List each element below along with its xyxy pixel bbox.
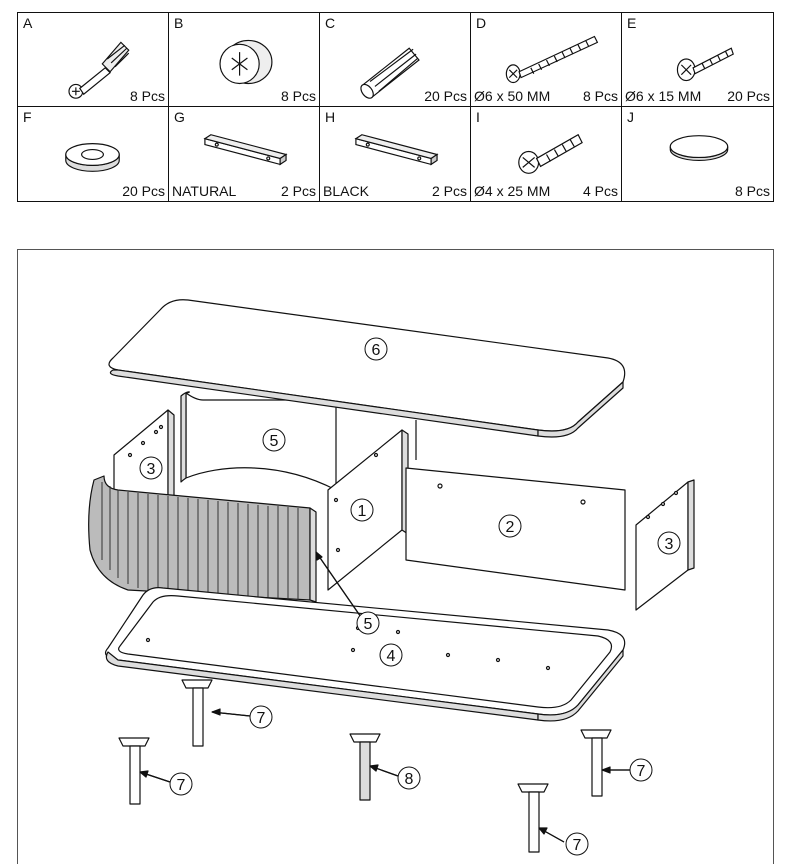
wooden-bar-icon bbox=[354, 134, 439, 166]
hardware-cell-a: A 8 Pcs bbox=[18, 13, 169, 107]
hardware-letter: A bbox=[23, 15, 33, 31]
hardware-qty: 2 Pcs bbox=[431, 183, 467, 199]
hardware-cell-f: F 20 Pcs bbox=[18, 107, 169, 201]
long-screw-icon bbox=[505, 35, 599, 84]
hardware-letter: H bbox=[325, 109, 336, 125]
part-callout-7-c: 7 bbox=[629, 758, 653, 782]
part-callout-4: 4 bbox=[379, 643, 403, 667]
hardware-cell-i: I Ø4 x 25 MM 4 Pcs bbox=[471, 107, 622, 201]
hardware-letter: G bbox=[174, 109, 185, 125]
leg-7-b bbox=[118, 737, 150, 805]
part-callout-6: 6 bbox=[364, 337, 388, 361]
hardware-qty: 2 Pcs bbox=[280, 183, 316, 199]
hardware-letter: F bbox=[23, 109, 32, 125]
part-callout-5-door: 5 bbox=[356, 611, 380, 635]
washer-icon bbox=[65, 143, 120, 172]
part-callout-7-a: 7 bbox=[249, 705, 273, 729]
svg-text:7: 7 bbox=[257, 710, 266, 727]
wooden-dowel-icon bbox=[360, 47, 420, 99]
part-callout-8: 8 bbox=[397, 766, 421, 790]
cam-bolt-icon bbox=[68, 41, 130, 99]
hardware-cell-c: C 20 Pcs bbox=[320, 13, 471, 107]
hardware-spec: Ø6 x 15 MM bbox=[625, 88, 702, 104]
part-callout-7-b: 7 bbox=[169, 772, 193, 796]
hardware-letter: B bbox=[174, 15, 184, 31]
hardware-spec: BLACK bbox=[323, 183, 369, 199]
hardware-letter: D bbox=[476, 15, 487, 31]
svg-text:5: 5 bbox=[270, 433, 279, 450]
svg-text:3: 3 bbox=[147, 461, 156, 478]
hardware-table: A 8 Pcs B 8 Pcs C bbox=[17, 12, 774, 202]
hardware-qty: 8 Pcs bbox=[129, 88, 165, 104]
leg-7-c bbox=[580, 729, 612, 797]
part-callout-2: 2 bbox=[498, 514, 522, 538]
svg-text:7: 7 bbox=[637, 763, 646, 780]
part-callout-3-left: 3 bbox=[139, 456, 163, 480]
cam-lock-icon bbox=[219, 39, 273, 85]
felt-pad-icon bbox=[669, 135, 729, 161]
leg-7-a bbox=[181, 679, 213, 747]
hardware-qty: 20 Pcs bbox=[122, 183, 165, 199]
hardware-qty: 20 Pcs bbox=[727, 88, 770, 104]
hardware-qty: 8 Pcs bbox=[280, 88, 316, 104]
svg-text:5: 5 bbox=[364, 616, 373, 633]
hardware-cell-j: J 8 Pcs bbox=[622, 107, 773, 201]
hardware-qty: 20 Pcs bbox=[424, 88, 467, 104]
part-5-slatted-door bbox=[88, 475, 317, 603]
exploded-view: 6 5 3 1 2 3 5 4 7 7 8 7 7 bbox=[88, 299, 695, 856]
svg-text:2: 2 bbox=[506, 519, 515, 536]
part-6-top-panel bbox=[108, 299, 626, 438]
hardware-spec: Ø6 x 50 MM bbox=[474, 88, 551, 104]
svg-text:3: 3 bbox=[665, 536, 674, 553]
part-callout-7-d: 7 bbox=[565, 832, 589, 856]
part-callout-3-right: 3 bbox=[657, 531, 681, 555]
part-callout-1: 1 bbox=[350, 498, 374, 522]
leg-8 bbox=[349, 733, 381, 801]
hardware-letter: C bbox=[325, 15, 336, 31]
hardware-letter: I bbox=[476, 109, 480, 125]
hardware-spec: Ø4 x 25 MM bbox=[474, 183, 551, 199]
svg-text:7: 7 bbox=[177, 777, 186, 794]
svg-text:7: 7 bbox=[573, 837, 582, 854]
hardware-qty: 4 Pcs bbox=[582, 183, 618, 199]
short-screw-icon bbox=[676, 47, 734, 82]
bolt-screw-icon bbox=[518, 133, 583, 174]
part-callout-5-back: 5 bbox=[262, 428, 286, 452]
hardware-cell-e: E Ø6 x 15 MM 20 Pcs bbox=[622, 13, 773, 107]
hardware-spec: NATURAL bbox=[172, 183, 237, 199]
hardware-qty: 8 Pcs bbox=[582, 88, 618, 104]
hardware-cell-d: D Ø6 x 50 MM 8 Pcs bbox=[471, 13, 622, 107]
hardware-letter: J bbox=[627, 109, 634, 125]
hardware-qty: 8 Pcs bbox=[734, 183, 770, 199]
hardware-letter: E bbox=[627, 15, 637, 31]
svg-text:4: 4 bbox=[387, 648, 396, 665]
hardware-cell-b: B 8 Pcs bbox=[169, 13, 320, 107]
assembly-diagram: 6 5 3 1 2 3 5 4 7 7 8 7 7 bbox=[17, 249, 774, 864]
svg-text:1: 1 bbox=[358, 503, 367, 520]
svg-text:6: 6 bbox=[372, 342, 381, 359]
part-4-bottom-panel bbox=[105, 587, 626, 722]
part-5-back-panel bbox=[180, 391, 337, 491]
leg-7-d bbox=[517, 783, 549, 853]
wooden-bar-icon bbox=[203, 134, 288, 166]
hardware-cell-h: H BLACK 2 Pcs bbox=[320, 107, 471, 201]
hardware-cell-g: G NATURAL 2 Pcs bbox=[169, 107, 320, 201]
svg-text:8: 8 bbox=[405, 771, 414, 788]
